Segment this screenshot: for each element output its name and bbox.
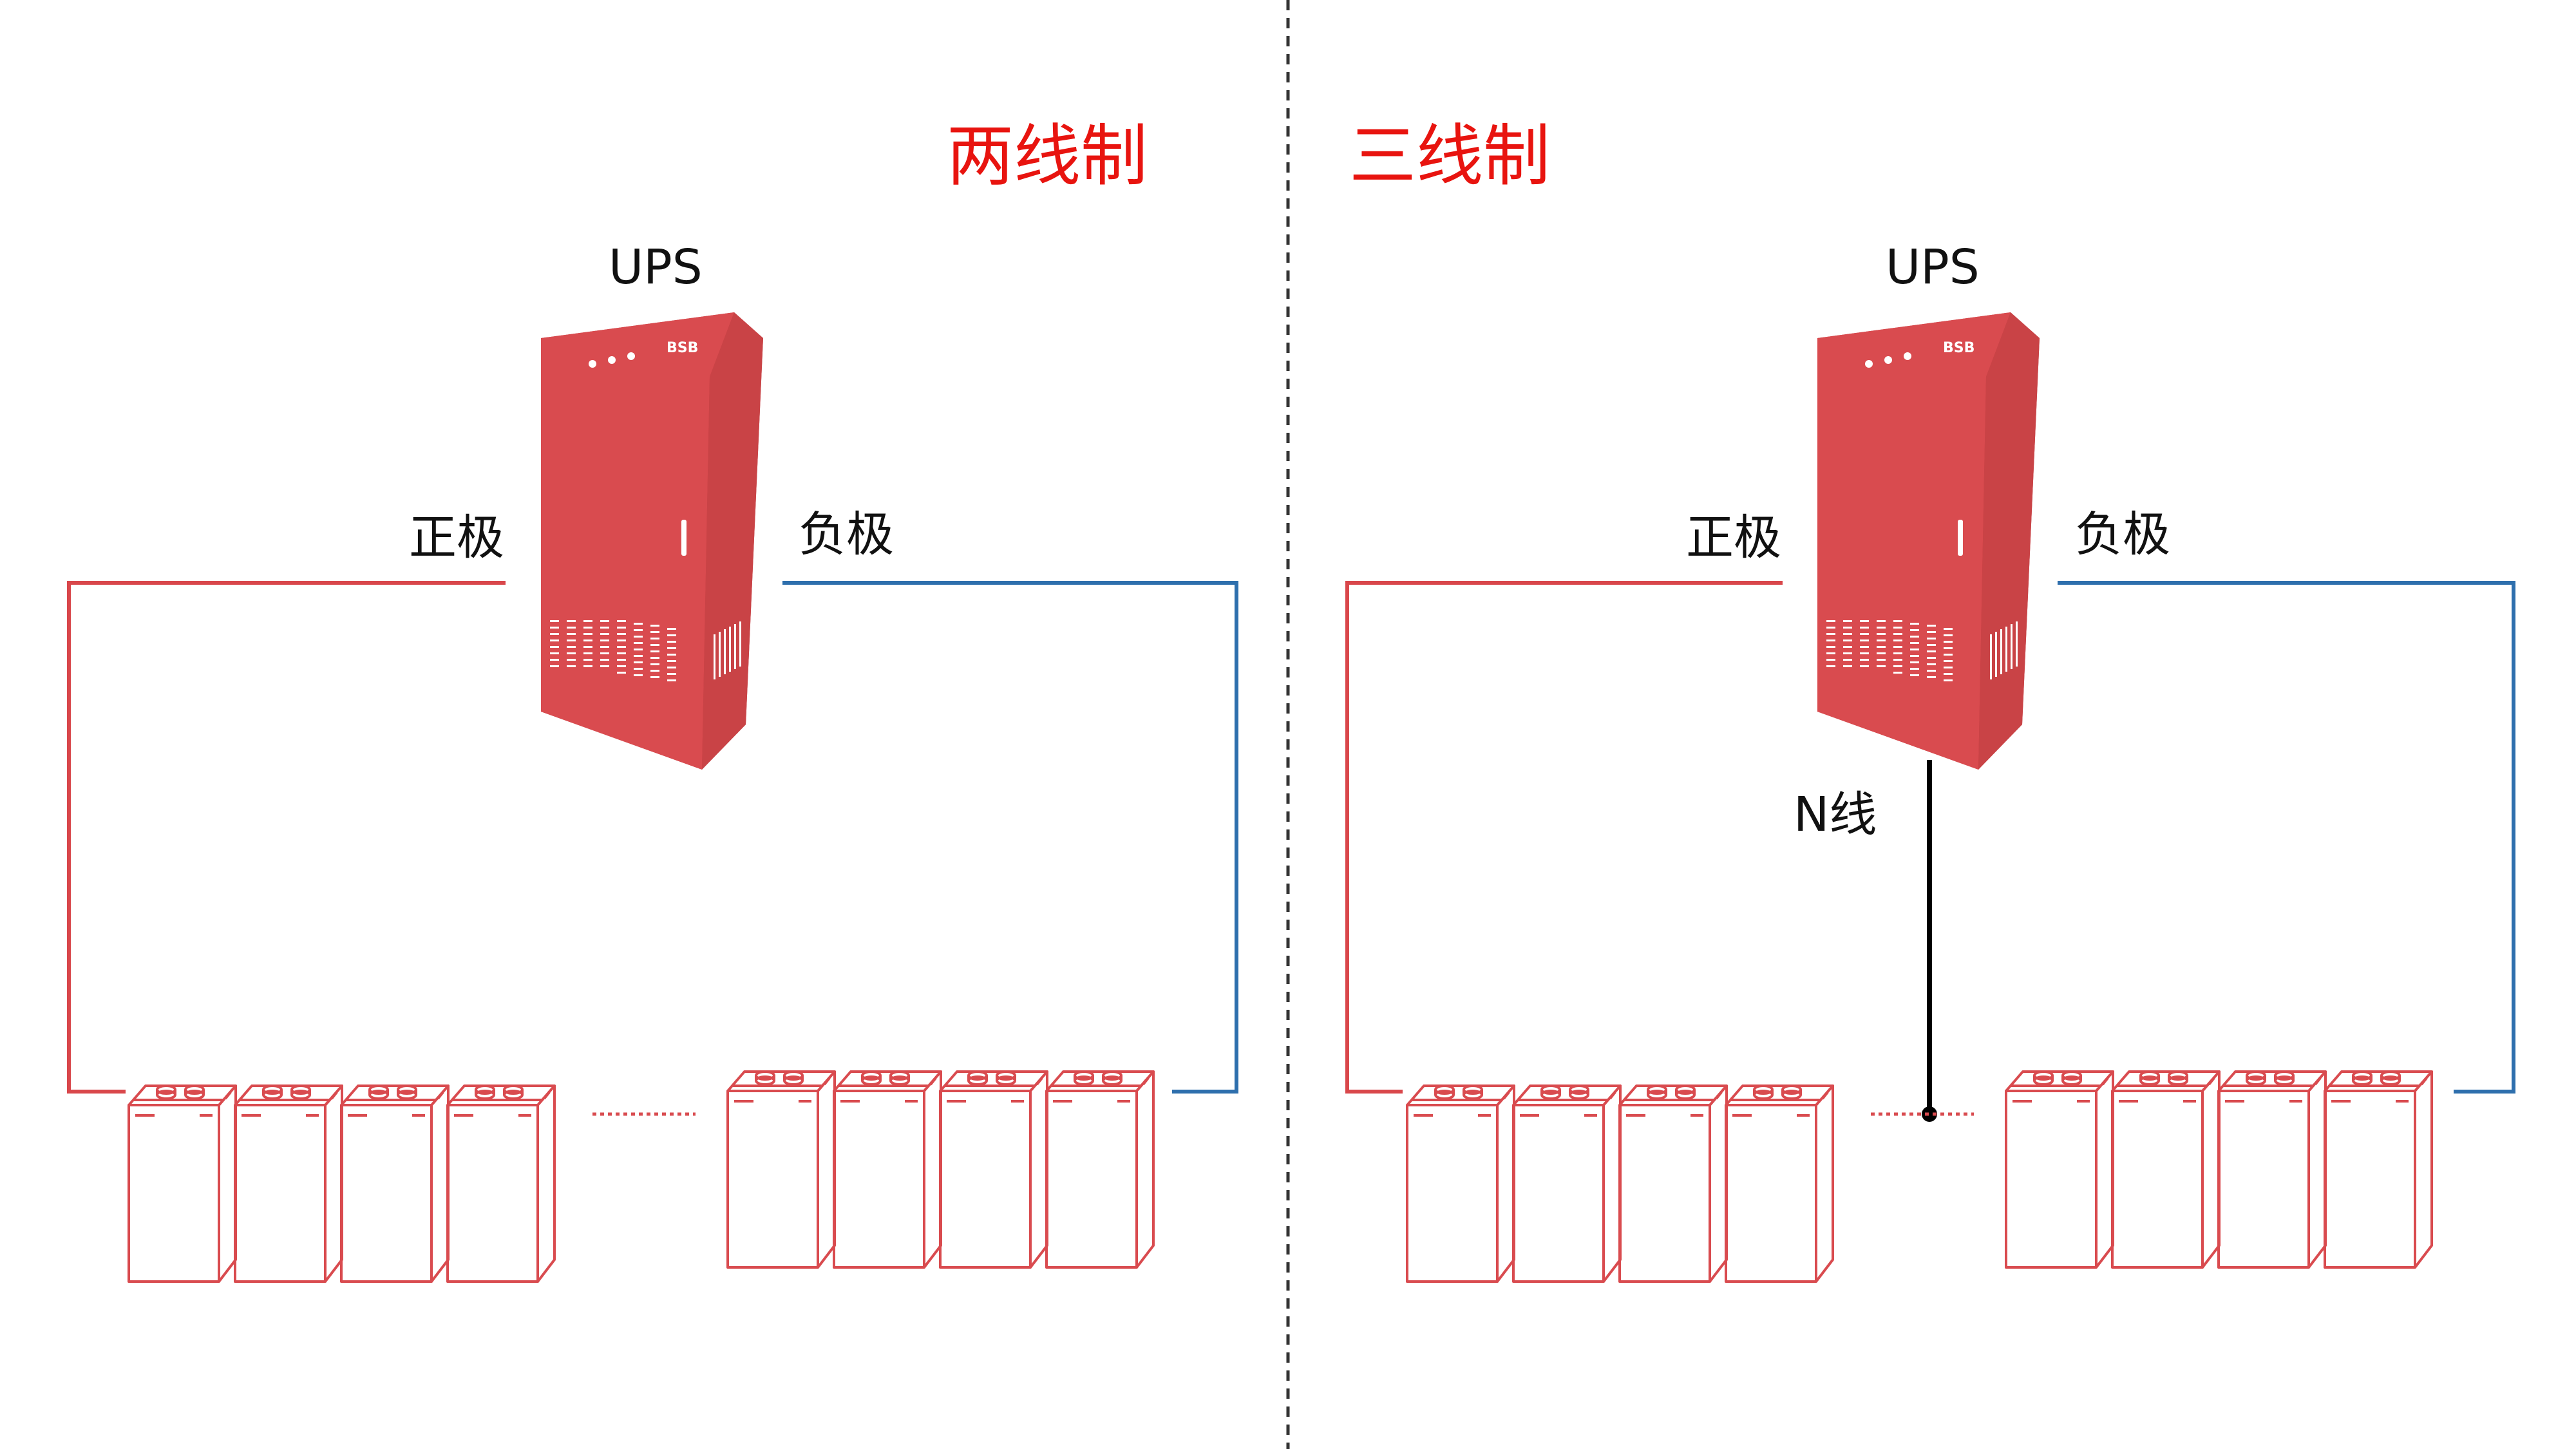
positive-wire (67, 581, 506, 1094)
positive-wire (1345, 581, 1783, 1094)
battery (726, 1070, 836, 1269)
ups-brand: BSB (1943, 340, 1975, 356)
neutral-junction (1922, 1106, 1937, 1122)
panel-three-wire: 三线制 UPS BSB (1345, 117, 2515, 1283)
battery (2005, 1070, 2114, 1269)
battery (1045, 1070, 1155, 1269)
battery (2111, 1070, 2221, 1269)
battery-group-left (1406, 1084, 1834, 1283)
negative-wire (2058, 581, 2515, 1094)
battery (2217, 1070, 2327, 1269)
positive-label: 正极 (409, 510, 504, 565)
battery (340, 1084, 450, 1283)
battery (1618, 1084, 1728, 1283)
battery (2324, 1070, 2433, 1269)
positive-label: 正极 (1686, 510, 1781, 565)
battery-group-right (726, 1070, 1155, 1269)
ups-label: UPS (609, 240, 703, 295)
battery (939, 1070, 1048, 1269)
negative-label: 负极 (2075, 507, 2170, 562)
battery (833, 1070, 942, 1269)
panel-two-wire: 两线制 UPS BSB (67, 117, 1238, 1283)
battery (128, 1084, 237, 1283)
battery (446, 1084, 556, 1283)
ups-brand: BSB (667, 340, 698, 356)
negative-wire (782, 581, 1238, 1094)
battery (1512, 1084, 1622, 1283)
ups-cabinet: BSB (1817, 312, 2040, 770)
ups-label: UPS (1886, 240, 1980, 295)
ups-cabinet: BSB (541, 312, 763, 770)
battery (234, 1084, 343, 1283)
battery (1406, 1084, 1515, 1283)
battery-group-right (2005, 1070, 2433, 1269)
neutral-label: N线 (1794, 787, 1877, 842)
panel-title: 两线制 (947, 117, 1148, 195)
battery-group-left (128, 1084, 556, 1283)
negative-label: 负极 (799, 507, 894, 562)
battery (1725, 1084, 1834, 1283)
panel-title: 三线制 (1349, 117, 1550, 195)
